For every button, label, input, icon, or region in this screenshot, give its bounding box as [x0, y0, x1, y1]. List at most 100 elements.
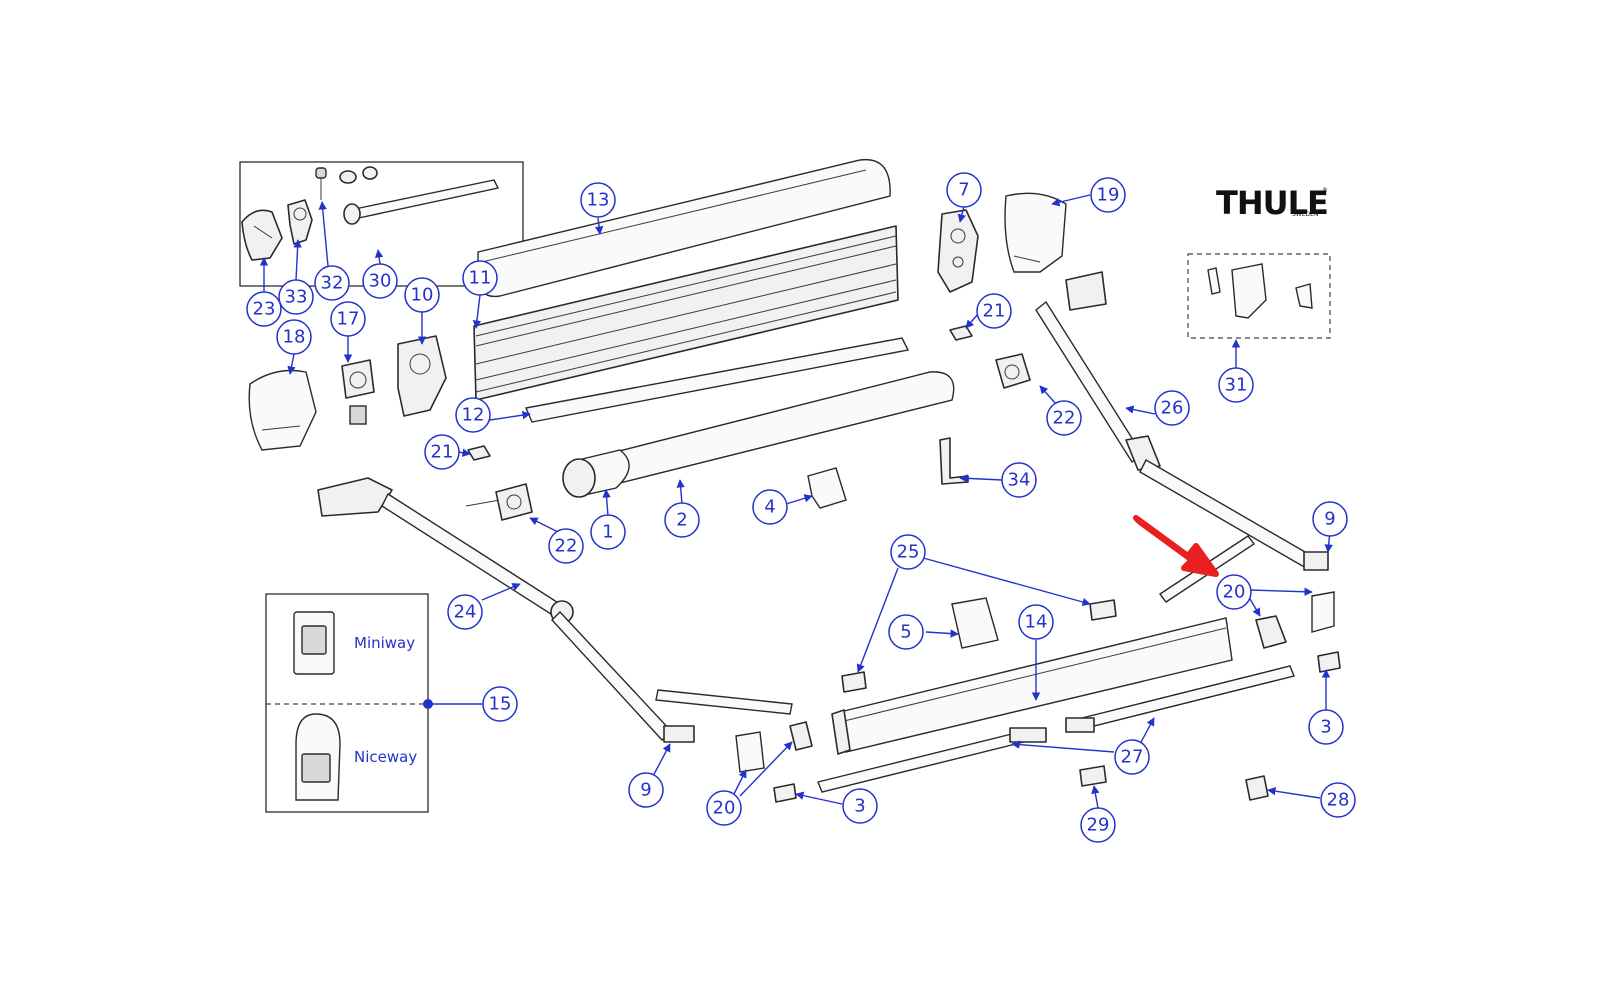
svg-text:31: 31	[1225, 375, 1248, 396]
callout-20-right: 20	[1216, 574, 1252, 610]
part-19-end-cap	[1004, 192, 1067, 273]
remote-label-niceway: Niceway	[354, 748, 417, 766]
svg-text:14: 14	[1025, 612, 1048, 633]
callout-9-left: 9	[628, 772, 664, 808]
svg-text:15: 15	[489, 694, 512, 715]
part-25-clip-right	[1089, 599, 1117, 621]
svg-text:22: 22	[1053, 408, 1076, 429]
svg-text:9: 9	[1324, 509, 1335, 530]
callout-11: 11	[462, 260, 498, 296]
part-20-bracket-left	[789, 721, 813, 751]
callout-25: 25	[890, 534, 926, 570]
part-10-gearbox	[397, 335, 447, 417]
callout-21-upper: 21	[976, 293, 1012, 329]
callout-1: 1	[590, 514, 626, 550]
callout-7: 7	[946, 172, 982, 208]
callout-20-left: 20	[706, 790, 742, 826]
callout-34: 34	[1001, 462, 1037, 498]
svg-text:27: 27	[1121, 747, 1144, 768]
callout-14: 14	[1018, 604, 1054, 640]
part-7-gear-housing	[937, 209, 979, 293]
svg-text:32: 32	[321, 273, 344, 294]
inset-box-31	[1187, 253, 1331, 339]
svg-text:20: 20	[1223, 582, 1246, 603]
callout-24: 24	[447, 594, 483, 630]
part-4-bracket	[807, 467, 847, 509]
svg-text:3: 3	[854, 796, 865, 817]
svg-text:1: 1	[602, 522, 613, 543]
callout-32: 32	[314, 265, 350, 301]
part-20-bracket-right	[1255, 615, 1287, 649]
brand-sub: SWEDEN	[1292, 211, 1318, 218]
svg-text:33: 33	[285, 287, 308, 308]
part-24-arm-left	[317, 477, 793, 743]
leader-lines	[259, 194, 1333, 809]
part-27-rail	[817, 665, 1295, 793]
callout-4: 4	[752, 489, 788, 525]
callout-23: 23	[246, 291, 282, 327]
svg-text:3: 3	[1320, 717, 1331, 738]
svg-text:30: 30	[369, 271, 392, 292]
callout-10: 10	[404, 277, 440, 313]
svg-text:2: 2	[676, 510, 687, 531]
svg-text:5: 5	[900, 622, 911, 643]
svg-text:12: 12	[462, 405, 485, 426]
svg-text:26: 26	[1161, 398, 1184, 419]
svg-text:28: 28	[1327, 790, 1350, 811]
inset-box-motor-kit	[239, 161, 524, 287]
callout-30: 30	[362, 263, 398, 299]
callout-19: 19	[1090, 177, 1126, 213]
part-21-clip-lower	[467, 445, 491, 461]
svg-text:25: 25	[897, 542, 920, 563]
part-20-cap-left	[735, 731, 765, 773]
part-1-roller-tube	[562, 449, 630, 498]
svg-text:20: 20	[713, 798, 736, 819]
svg-text:7: 7	[958, 180, 969, 201]
svg-text:22: 22	[555, 536, 578, 557]
part-21-clip-upper	[949, 325, 973, 341]
part-5-bracket	[951, 597, 999, 649]
callout-5: 5	[888, 614, 924, 650]
part-3-end-left	[773, 783, 797, 803]
part-18-end-cap-left	[248, 369, 317, 451]
svg-text:24: 24	[454, 602, 477, 623]
remote-label-miniway: Miniway	[354, 634, 415, 652]
callout-21-lower: 21	[424, 434, 460, 470]
svg-text:21: 21	[431, 442, 454, 463]
svg-text:4: 4	[764, 497, 775, 518]
svg-text:29: 29	[1087, 815, 1110, 836]
callout-2: 2	[664, 502, 700, 538]
svg-text:11: 11	[469, 268, 492, 289]
part-20-cap-right	[1311, 591, 1335, 633]
part-25-clip-left	[841, 671, 867, 693]
callout-13: 13	[580, 182, 616, 218]
callout-28: 28	[1320, 782, 1356, 818]
part-22-plug-right	[995, 353, 1031, 389]
callout-27: 27	[1114, 739, 1150, 775]
part-29-part	[1079, 765, 1107, 787]
svg-text:13: 13	[587, 190, 610, 211]
brand-registered: ®	[1322, 187, 1328, 194]
callout-3-right: 3	[1308, 709, 1344, 745]
callout-12: 12	[455, 397, 491, 433]
svg-text:21: 21	[983, 301, 1006, 322]
callouts: 13 7 19 11 23 33 32 30 10 17 18 21 31 12…	[246, 172, 1356, 843]
callout-31: 31	[1218, 367, 1254, 403]
thule-logo: THULE SWEDEN ®	[1216, 184, 1329, 222]
callout-18: 18	[276, 319, 312, 355]
part-28-part	[1245, 775, 1269, 801]
callout-22-right: 22	[1046, 400, 1082, 436]
callout-15: 15	[482, 686, 518, 722]
red-arrow-icon	[1133, 515, 1219, 577]
callout-9-right: 9	[1312, 501, 1348, 537]
part-22-plug-left	[465, 483, 533, 521]
callout-26: 26	[1154, 390, 1190, 426]
callout-17: 17	[330, 301, 366, 337]
part-3-end-right	[1317, 651, 1341, 673]
svg-text:9: 9	[640, 780, 651, 801]
svg-text:18: 18	[283, 327, 306, 348]
svg-text:23: 23	[253, 299, 276, 320]
svg-text:10: 10	[411, 285, 434, 306]
svg-text:34: 34	[1008, 470, 1031, 491]
